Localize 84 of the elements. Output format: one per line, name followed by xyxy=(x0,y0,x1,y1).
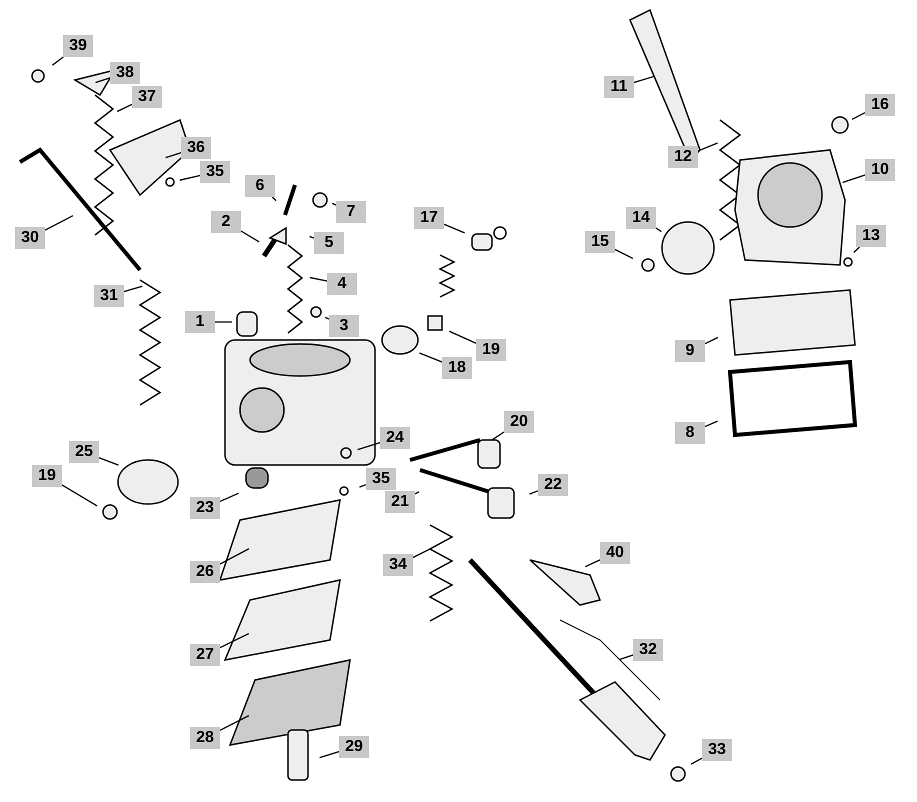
callout-number: 35 xyxy=(200,161,230,183)
leader-line xyxy=(414,491,420,494)
leader-line xyxy=(529,490,538,495)
callout-number: 16 xyxy=(865,94,895,116)
leader-line xyxy=(124,286,142,292)
callout-number: 27 xyxy=(190,644,220,666)
leader-line xyxy=(614,248,634,259)
leader-line xyxy=(220,632,250,648)
leader-line xyxy=(52,56,64,66)
callout-number: 2 xyxy=(211,211,241,233)
callout-number: 9 xyxy=(675,340,705,362)
leader-line xyxy=(325,316,330,320)
callout-number: 24 xyxy=(380,427,410,449)
leader-line xyxy=(359,484,366,488)
leader-line xyxy=(309,236,314,239)
callout-number: 4 xyxy=(327,273,357,295)
leader-line xyxy=(220,715,250,731)
leader-line xyxy=(449,330,476,344)
leader-line xyxy=(634,76,655,84)
callout-number: 11 xyxy=(604,76,634,98)
leader-line xyxy=(656,227,662,232)
leader-line xyxy=(444,224,465,234)
leader-line xyxy=(44,215,74,231)
leader-line xyxy=(585,559,600,568)
leader-line xyxy=(412,548,432,558)
callout-number: 20 xyxy=(504,411,534,433)
callout-number: 3 xyxy=(329,315,359,337)
leader-line xyxy=(98,457,119,466)
leader-line xyxy=(419,352,442,363)
leader-line xyxy=(704,420,718,428)
leader-line xyxy=(220,548,250,565)
callout-number: 40 xyxy=(600,542,630,564)
callout-number: 18 xyxy=(442,357,472,379)
leader-line xyxy=(698,142,718,152)
leader-line xyxy=(690,758,702,765)
callout-number: 1 xyxy=(185,311,215,333)
callout-number: 22 xyxy=(538,474,568,496)
leader-line xyxy=(180,174,200,181)
callout-number: 23 xyxy=(190,497,220,519)
leader-line xyxy=(62,484,98,506)
leader-line xyxy=(310,276,328,282)
callout-number: 29 xyxy=(339,736,369,758)
callout-number: 15 xyxy=(585,231,615,253)
callout-number: 21 xyxy=(385,491,415,513)
leader-line xyxy=(842,174,866,184)
leader-line xyxy=(165,152,182,158)
leader-line xyxy=(215,321,232,323)
leader-line xyxy=(116,104,132,112)
leader-line xyxy=(704,336,718,344)
leader-line xyxy=(319,751,340,758)
callout-number: 12 xyxy=(668,146,698,168)
callout-number: 5 xyxy=(314,232,344,254)
leader-line xyxy=(95,77,110,84)
callout-number: 37 xyxy=(132,86,162,108)
callout-number: 7 xyxy=(336,201,366,223)
leader-line xyxy=(220,492,239,502)
callout-number: 6 xyxy=(245,175,275,197)
leader-line xyxy=(492,431,504,440)
callout-number: 19 xyxy=(476,339,506,361)
callout-number: 30 xyxy=(15,227,45,249)
callout-number: 34 xyxy=(383,554,413,576)
leader-line xyxy=(240,230,260,242)
callout-number: 36 xyxy=(181,137,211,159)
callout-number: 38 xyxy=(110,62,140,84)
callout-number: 25 xyxy=(69,441,99,463)
leader-line xyxy=(619,654,634,660)
callout-number: 26 xyxy=(190,561,220,583)
callout-number: 8 xyxy=(675,422,705,444)
callout-number: 31 xyxy=(94,285,124,307)
callout-number: 39 xyxy=(63,35,93,57)
leader-line xyxy=(357,442,380,450)
leader-line xyxy=(332,202,336,206)
callout-number: 13 xyxy=(856,225,886,247)
callout-number: 14 xyxy=(626,207,656,229)
callout-number: 17 xyxy=(414,207,444,229)
callout-number: 33 xyxy=(702,739,732,761)
leader-line xyxy=(852,112,866,120)
callout-number: 28 xyxy=(190,727,220,749)
leader-line xyxy=(272,196,277,202)
callout-number: 32 xyxy=(633,639,663,661)
callout-number: 10 xyxy=(865,159,895,181)
leader-line xyxy=(853,246,860,253)
callout-number: 19 xyxy=(32,465,62,487)
callout-number: 35 xyxy=(366,468,396,490)
